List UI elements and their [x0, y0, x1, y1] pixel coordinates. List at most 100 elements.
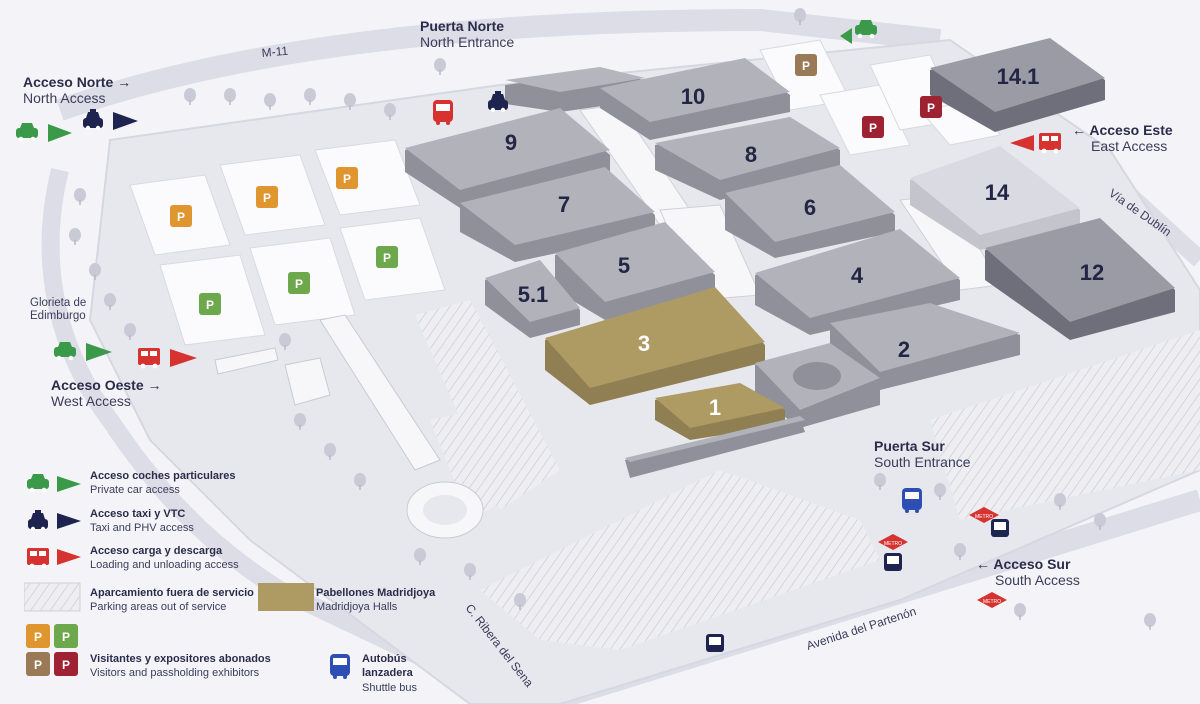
west-access-label: Acceso Oeste → West Access [51, 377, 162, 409]
parking-marker-label: P [802, 59, 810, 73]
west-access-arrow: → [147, 377, 162, 393]
east-access-label: ← Acceso Este East Access [1072, 122, 1173, 154]
hall-10[interactable] [505, 58, 790, 140]
hall-14-1[interactable] [930, 38, 1105, 132]
legend-loading-title: Acceso carga y descarga [90, 545, 223, 557]
hall-label-14-1: 14.1 [997, 64, 1040, 89]
hall-label-10: 10 [681, 84, 705, 109]
legend-taxi-subtitle: Taxi and PHV access [90, 522, 194, 535]
green-arrow-icon [57, 476, 81, 492]
legend-shuttle: Autobús lanzadera Shuttle bus [362, 652, 444, 695]
north-gate-title: Puerta Norte [420, 18, 505, 34]
hall-14[interactable] [910, 146, 1080, 250]
legend-shuttle-title: Autobús lanzadera [362, 653, 413, 680]
legend-loading-subtitle: Loading and unloading access [90, 559, 239, 572]
car-icon [27, 474, 49, 493]
parking-swatch-label: P [62, 658, 70, 672]
roundabout-label: Glorieta de Edimburgo [30, 297, 86, 323]
hall-label-3: 3 [638, 331, 650, 356]
west-access-title: Acceso Oeste [51, 377, 144, 393]
roundabout-line2: Edimburgo [30, 310, 86, 323]
hall-6[interactable] [725, 165, 895, 258]
hall-5[interactable] [555, 222, 715, 320]
legend-icons: P P P P [24, 474, 350, 679]
north-access-label: Acceso Norte → North Access [23, 74, 131, 106]
legend-madridjoya-subtitle: Madridjoya Halls [316, 601, 398, 614]
legend-visitors-subtitle: Visitors and passholding exhibitors [90, 667, 260, 680]
legend-private-car: Acceso coches particulares Private car a… [90, 469, 236, 498]
legend-parking-out: Aparcamiento fuera de servicio Parking a… [90, 586, 254, 615]
hall-12[interactable] [985, 218, 1175, 340]
legend-private-car-subtitle: Private car access [90, 484, 180, 497]
hall-label-12: 12 [1080, 260, 1104, 285]
central-pavilion [755, 343, 880, 428]
hall-label-2: 2 [898, 337, 910, 362]
legend-parking-out-subtitle: Parking areas out of service [90, 601, 227, 614]
east-access-title: Acceso Este [1089, 122, 1173, 138]
south-access-arrow: ← [976, 556, 990, 572]
legend-visitors-title: Visitantes y expositores abonados [90, 653, 271, 665]
legend-visitors: Visitantes y expositores abonados Visito… [90, 652, 271, 681]
legend: P P P P Acceso coches particulares Priva… [24, 466, 444, 696]
north-gate-label: Puerta Norte North Entrance [420, 18, 514, 50]
metro-label: METRO [975, 514, 993, 520]
north-access-icons[interactable] [16, 109, 138, 142]
metro-label: METRO [983, 599, 1001, 605]
parking-swatches: P P P P [26, 624, 78, 676]
north-access-title: Acceso Norte [23, 74, 114, 90]
legend-shuttle-subtitle: Shuttle bus [362, 681, 418, 694]
legend-loading: Acceso carga y descarga Loading and unlo… [90, 544, 239, 573]
hall-label-14: 14 [985, 180, 1010, 205]
hall-label-5: 5 [618, 253, 630, 278]
parking-swatch-label: P [34, 630, 42, 644]
hatch-swatch [24, 582, 81, 612]
parking-swatch-label: P [34, 658, 42, 672]
east-access-icons[interactable] [1010, 133, 1061, 154]
east-access-subtitle: East Access [1091, 138, 1168, 155]
east-access-arrow: ← [1072, 122, 1086, 138]
legend-parking-out-title: Aparcamiento fuera de servicio [90, 587, 254, 599]
legend-private-car-title: Acceso coches particulares [90, 470, 236, 482]
madridjoya-swatch [258, 583, 314, 611]
parking-marker-label: P [343, 172, 351, 186]
north-access-subtitle: North Access [23, 90, 106, 107]
taxi-icon [28, 510, 48, 532]
legend-madridjoya-title: Pabellones Madridjoya [316, 587, 436, 599]
parking-marker-label: P [295, 277, 303, 291]
parking-marker-label: P [263, 191, 271, 205]
north-gate-icons[interactable] [433, 20, 877, 125]
south-access-label: ← Acceso Sur South Access [976, 556, 1080, 588]
parking-marker-label: P [383, 251, 391, 265]
south-access-title: Acceso Sur [993, 556, 1071, 572]
hall-3[interactable] [545, 287, 765, 405]
hall-label-4: 4 [851, 263, 864, 288]
legend-taxi-title: Acceso taxi y VTC [90, 508, 186, 520]
west-access-subtitle: West Access [51, 393, 131, 410]
parking-marker-label: P [177, 210, 185, 224]
north-gate-subtitle: North Entrance [420, 34, 515, 51]
parking-marker-label: P [927, 101, 935, 115]
legend-madridjoya: Pabellones Madridjoya Madridjoya Halls [316, 586, 435, 615]
hall-2[interactable] [830, 303, 1020, 390]
metro-label: METRO [884, 541, 902, 547]
south-gate-title: Puerta Sur [874, 438, 945, 454]
road-m11: M-11 [261, 44, 289, 60]
hall-5-1[interactable] [485, 260, 580, 338]
parking-markers: P P P P P P P P P [170, 54, 942, 315]
red-arrow-icon [57, 549, 81, 565]
south-icons[interactable]: METRO METRO METRO [706, 488, 1009, 652]
hall-label-8: 8 [745, 142, 757, 167]
truck-icon [27, 548, 49, 569]
south-access-subtitle: South Access [995, 572, 1080, 589]
hall-label-9: 9 [505, 130, 517, 155]
west-access-icons[interactable] [54, 342, 197, 369]
parking-marker-label: P [206, 298, 214, 312]
hall-1[interactable] [655, 383, 785, 440]
navy-arrow-icon [57, 513, 81, 529]
south-gate-label: Puerta Sur South Entrance [874, 438, 971, 470]
shuttle-bus-icon [330, 654, 350, 679]
south-gate-subtitle: South Entrance [874, 454, 971, 471]
hall-label-6: 6 [804, 195, 816, 220]
